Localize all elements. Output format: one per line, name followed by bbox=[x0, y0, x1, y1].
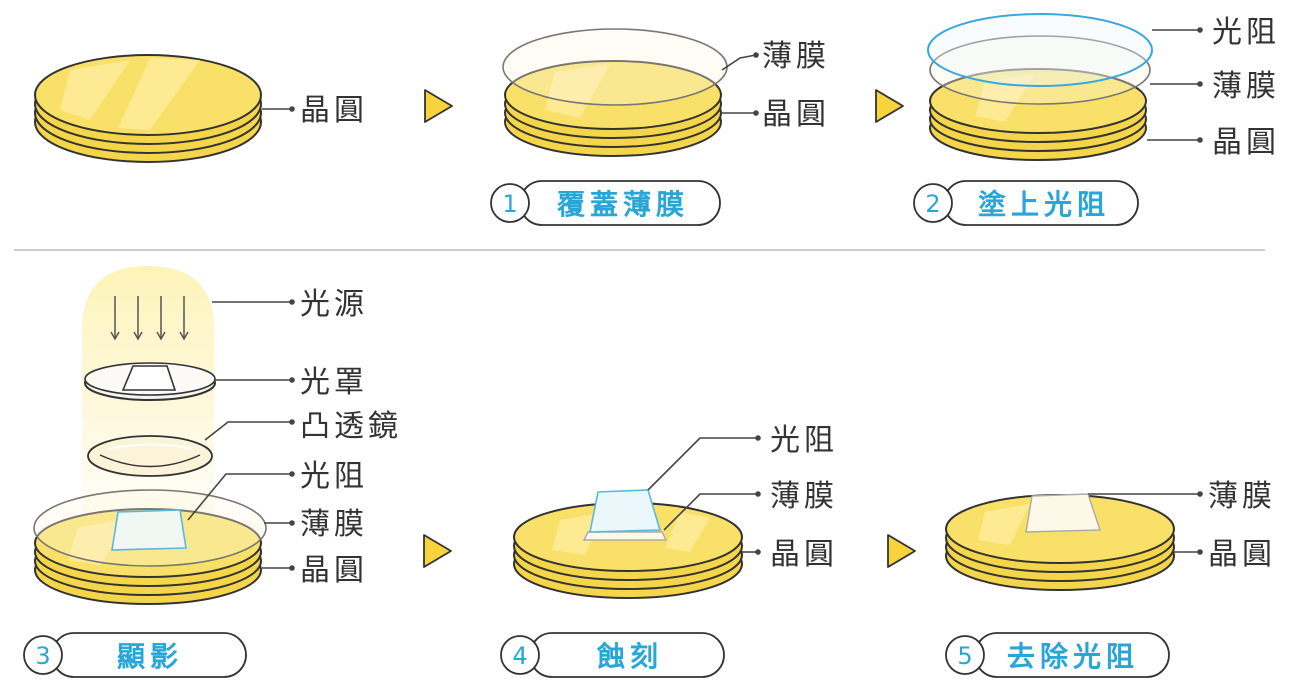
step-badge-5: 5 去除光阻 bbox=[945, 632, 1170, 678]
wafer-stage-resist: 光阻 薄膜 晶圓 bbox=[927, 13, 1280, 161]
step-number-5: 5 bbox=[957, 642, 972, 670]
label-resist-4: 光阻 bbox=[770, 423, 838, 458]
step-number-1: 1 bbox=[502, 190, 517, 218]
resist-pattern bbox=[111, 509, 187, 551]
etching-stage: 光阻 薄膜 晶圓 bbox=[513, 423, 838, 599]
label-wafer-b: 晶圓 bbox=[762, 97, 830, 132]
arrow-right-icon bbox=[423, 534, 452, 568]
film-block bbox=[1025, 493, 1101, 533]
step-badge-4: 4 蝕刻 bbox=[500, 632, 725, 678]
step-badge-1: 1 覆蓋薄膜 bbox=[490, 180, 721, 226]
resist-block bbox=[589, 489, 662, 533]
label-resist-3: 光阻 bbox=[300, 459, 368, 494]
step-number-2: 2 bbox=[925, 190, 940, 218]
wafer-stage-bare: 晶圓 bbox=[34, 54, 368, 163]
label-film-3: 薄膜 bbox=[300, 507, 368, 542]
film-block bbox=[582, 531, 668, 541]
step-badge-2: 2 塗上光阻 bbox=[913, 180, 1139, 226]
label-wafer-5: 晶圓 bbox=[1208, 537, 1276, 572]
step-label-2: 塗上光阻 bbox=[978, 188, 1110, 221]
step-badge-3: 3 顯影 bbox=[23, 632, 247, 678]
label-light-source: 光源 bbox=[300, 287, 368, 322]
label-film-c: 薄膜 bbox=[1212, 69, 1280, 104]
step-label-4: 蝕刻 bbox=[597, 640, 663, 673]
label-wafer-4: 晶圓 bbox=[770, 537, 838, 572]
mask-pattern bbox=[121, 365, 177, 391]
exposure-stage: 光源 光罩 凸透鏡 光阻 薄膜 晶圓 bbox=[33, 266, 402, 605]
label-film-4: 薄膜 bbox=[770, 479, 838, 514]
arrow-right-icon bbox=[424, 89, 453, 123]
step-label-5: 去除光阻 bbox=[1007, 640, 1139, 673]
label-wafer-3: 晶圓 bbox=[300, 553, 368, 588]
wafer-stage-film: 薄膜 晶圓 bbox=[502, 28, 830, 157]
arrow-right-icon bbox=[875, 89, 904, 123]
label-film-b: 薄膜 bbox=[762, 39, 830, 74]
step-label-3: 顯影 bbox=[117, 640, 183, 673]
strip-stage: 薄膜 晶圓 bbox=[945, 479, 1276, 591]
step-label-1: 覆蓋薄膜 bbox=[556, 188, 689, 221]
light-arrows-icon bbox=[110, 296, 189, 341]
label-wafer-a: 晶圓 bbox=[300, 93, 368, 128]
step-number-3: 3 bbox=[35, 642, 50, 670]
step-number-4: 4 bbox=[512, 642, 527, 670]
label-convex-lens: 凸透鏡 bbox=[300, 409, 402, 444]
label-photomask: 光罩 bbox=[300, 365, 368, 400]
label-film-5: 薄膜 bbox=[1208, 479, 1276, 514]
arrow-right-icon bbox=[887, 534, 916, 568]
label-resist-c: 光阻 bbox=[1212, 15, 1280, 50]
label-wafer-c: 晶圓 bbox=[1212, 125, 1280, 160]
